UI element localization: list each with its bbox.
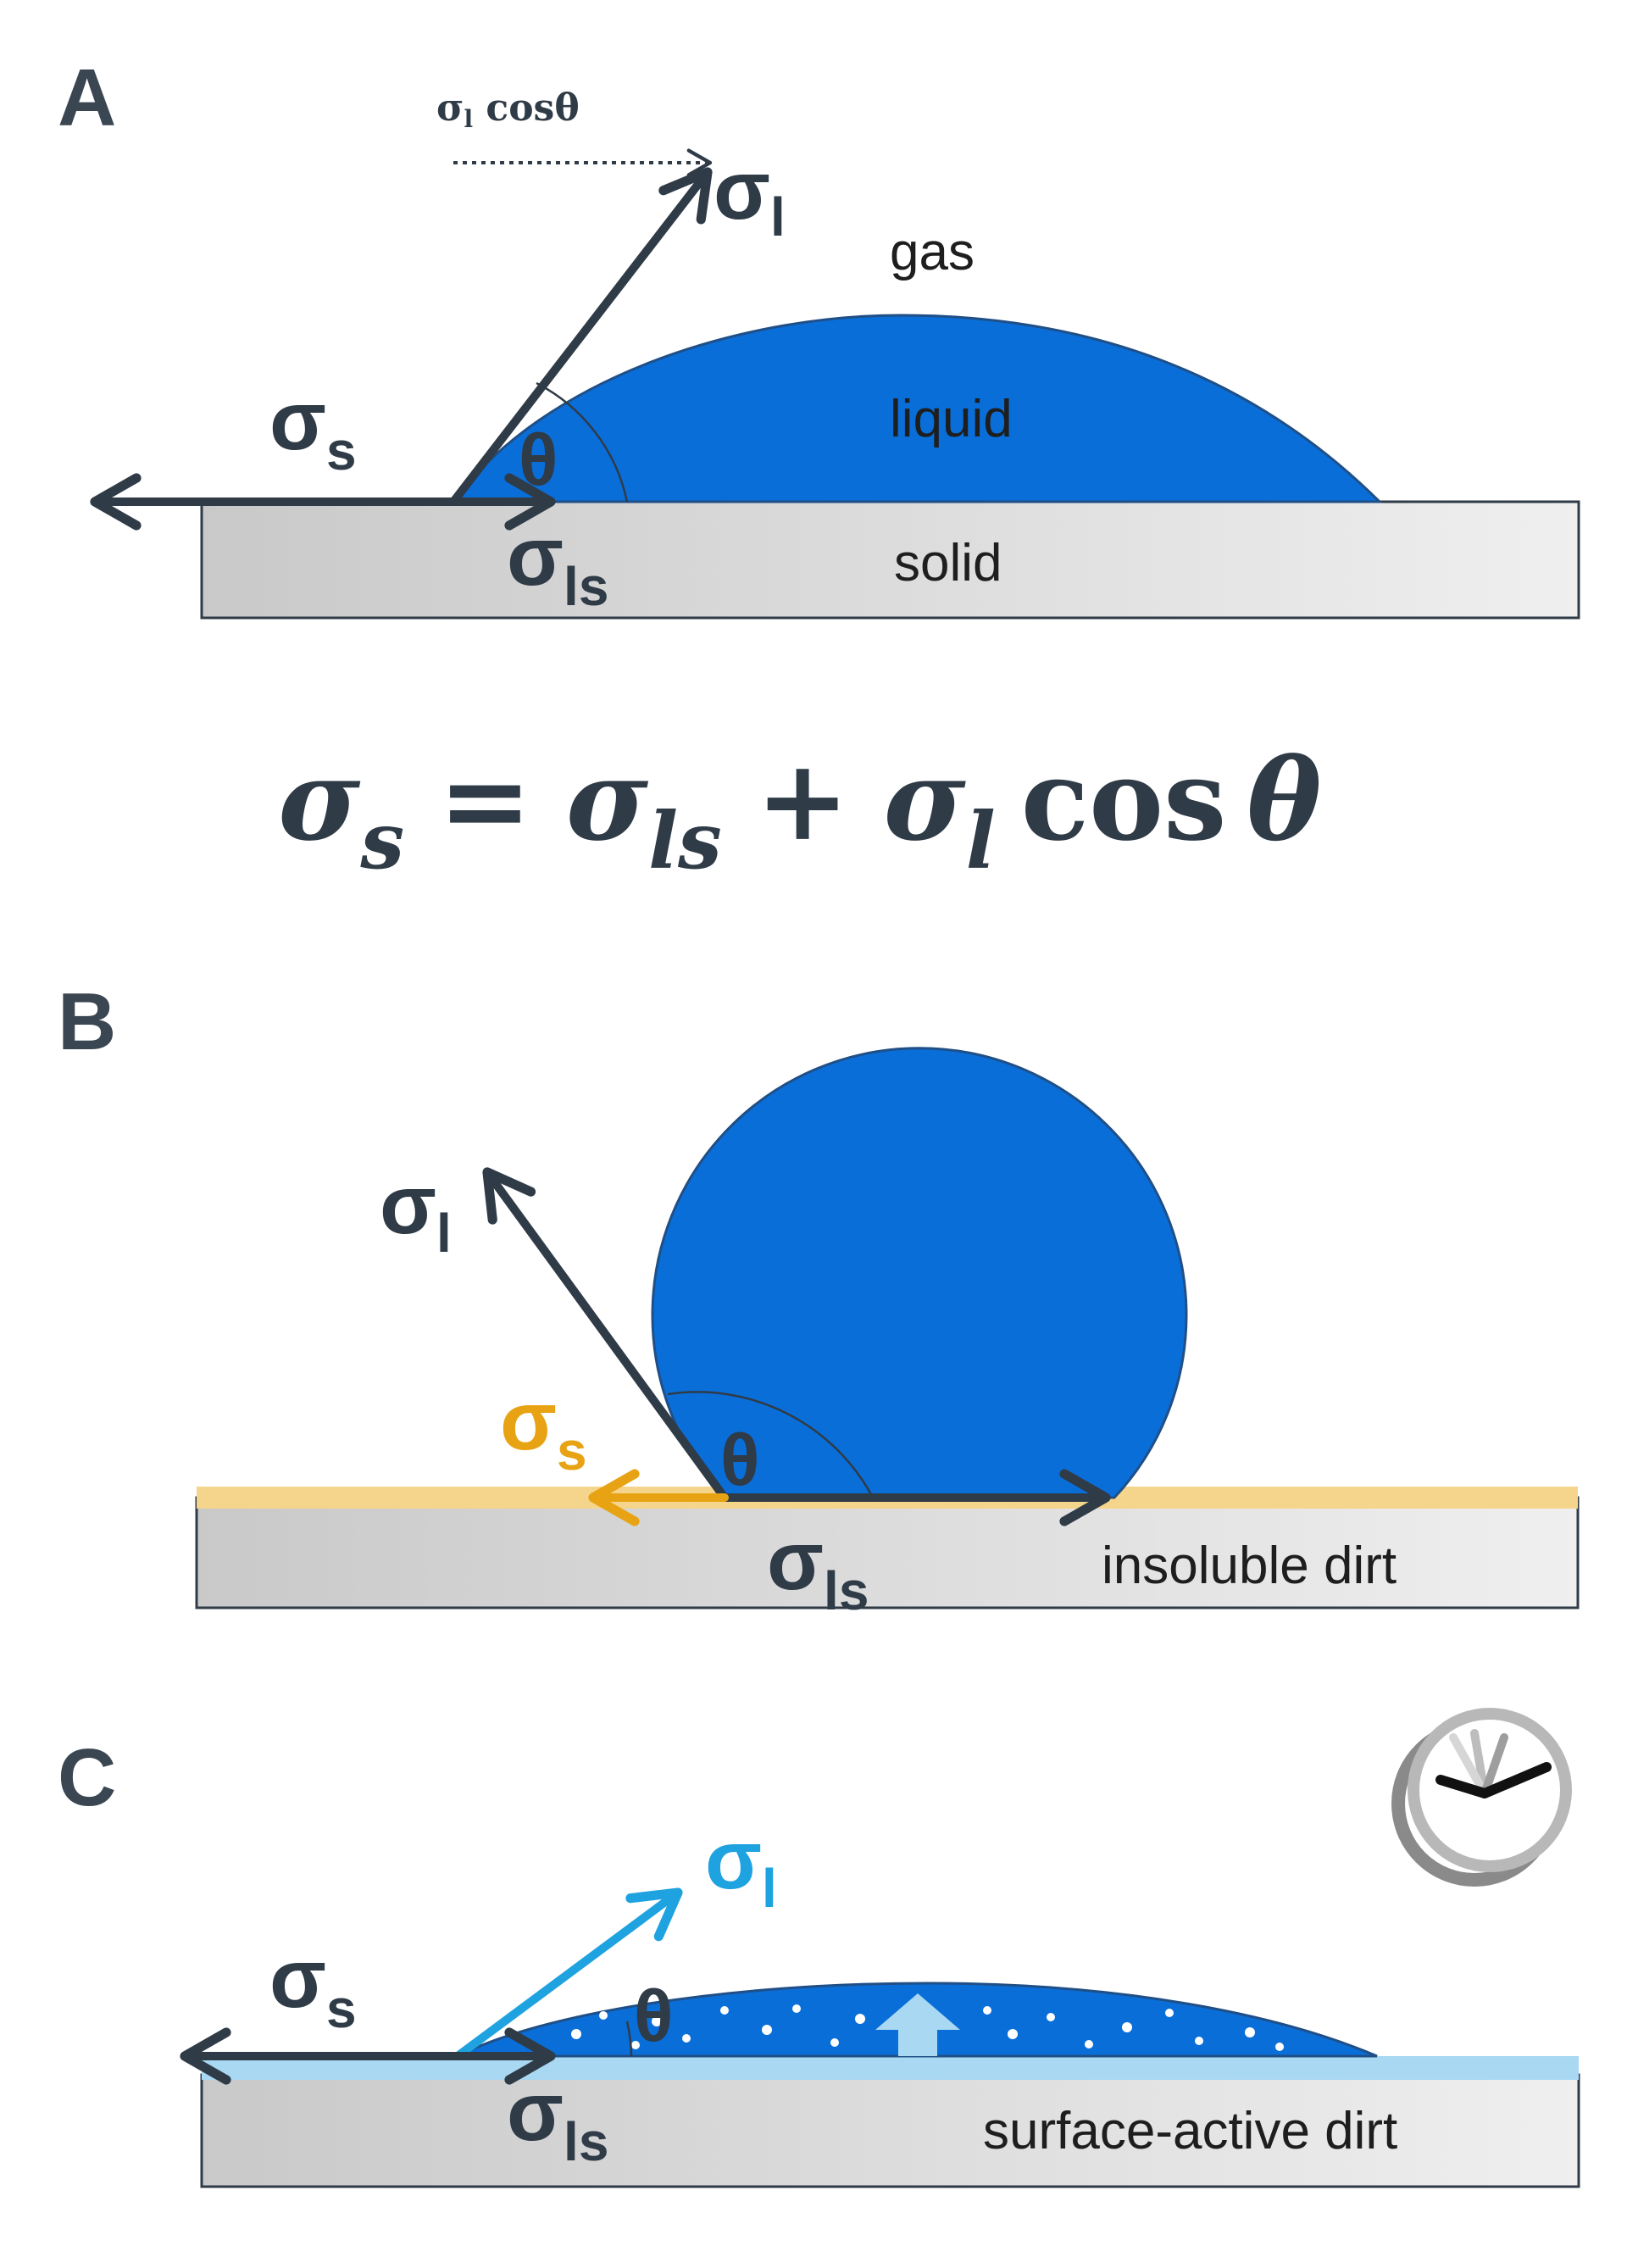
- liquid-drop-b: [651, 1047, 1188, 1499]
- sigma-ls-label: σls: [507, 509, 608, 617]
- sigma-s-label-b: σs: [500, 1374, 587, 1481]
- panel-a: A σl cosθ σl σs σls θ gas liquid solid: [58, 53, 1580, 620]
- sigma-ls-label-b: σls: [767, 1514, 869, 1621]
- sigma-l-vector: [449, 167, 713, 506]
- panel-c-letter: C: [58, 1732, 116, 1823]
- sigma-l-label-c: σl: [705, 1813, 777, 1919]
- dirt-substrate: [195, 1496, 1580, 1609]
- sigma-l-vector-c: [453, 1887, 683, 2060]
- sigma-ls-label-c: σls: [507, 2065, 608, 2172]
- projection-label: σl cosθ: [436, 86, 580, 133]
- panel-c: C σl σs σls θ surface-active dirt: [58, 1708, 1580, 2188]
- liquid-drop: [451, 314, 1383, 503]
- theta-label-c: θ: [634, 1976, 674, 2057]
- contact-angle-arc-b: [667, 1391, 875, 1498]
- upward-transfer-arrow: [875, 1993, 960, 2056]
- gas-label: gas: [890, 223, 975, 281]
- panel-b: B σl σs σls θ insoluble dirt: [58, 976, 1580, 1621]
- panel-b-letter: B: [58, 976, 116, 1067]
- panel-a-letter: A: [58, 53, 116, 143]
- liquid-label: liquid: [890, 390, 1013, 448]
- theta-label: θ: [519, 420, 558, 501]
- contact-angle-arc: [536, 381, 629, 503]
- theta-label-b: θ: [720, 1420, 760, 1501]
- sigma-l-vector-b: [482, 1167, 729, 1502]
- clock-icon: [1391, 1708, 1572, 1887]
- sigma-s-label-c: σs: [269, 1932, 357, 2039]
- insoluble-dirt-label: insoluble dirt: [1102, 1537, 1397, 1595]
- sigma-s-label: σs: [269, 374, 357, 481]
- sigma-l-label-b: σl: [380, 1158, 452, 1264]
- surface-active-dirt-label: surface-active dirt: [983, 2102, 1397, 2160]
- surfactant-dots: [571, 2004, 1284, 2051]
- solid-label: solid: [894, 534, 1002, 592]
- sigma-l-label: σl: [714, 143, 786, 247]
- solid-substrate: [200, 500, 1580, 620]
- contact-angle-arc-c: [625, 2021, 633, 2057]
